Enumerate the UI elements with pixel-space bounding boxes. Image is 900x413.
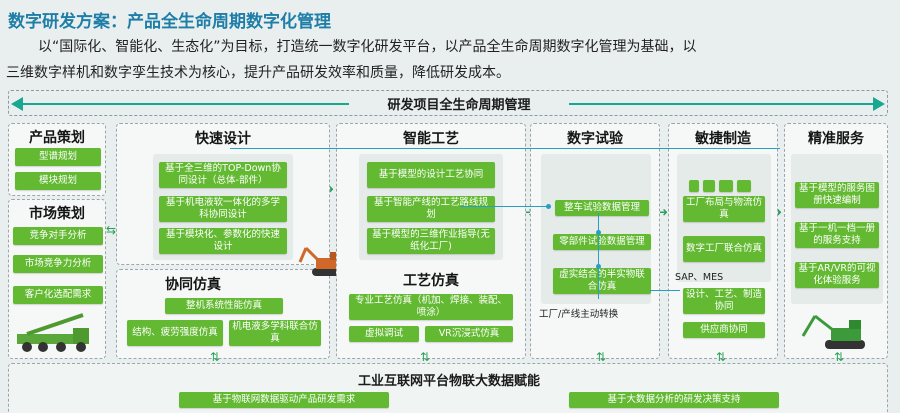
intro-line-1: 以“国际化、智能化、生态化”为目标，打造统一数字化研发平台，以产品全生命周期数字… bbox=[38, 39, 697, 55]
flow-arrow-icon: ⇆ bbox=[106, 223, 117, 237]
panel-market-planning: 市场策划 竞争对手分析 市场竞争力分析 客户化选配需求 bbox=[8, 199, 106, 359]
panel-title-precise-service: 精准服务 bbox=[808, 131, 864, 147]
item-semi-physical-sim[interactable]: 虚实结合的半实物联合仿真 bbox=[553, 268, 651, 294]
panel-title-collab-sim: 协同仿真 bbox=[165, 277, 221, 293]
item-iot-driven-requirements[interactable]: 基于物联网数据驱动产品研发需求 bbox=[179, 392, 389, 408]
band-line-left bbox=[21, 103, 349, 105]
factory-icon bbox=[737, 180, 751, 192]
item-factory-layout-sim[interactable]: 工厂布局与物流仿真 bbox=[683, 196, 765, 222]
up-down-arrow-icon: ⇅ bbox=[716, 350, 727, 364]
panel-digital-test: 数字试验 整车试验数据管理 零部件试验数据管理 虚实结合的半实物联合仿真 工厂/… bbox=[530, 123, 660, 359]
item-process-route-planning[interactable]: 基于智能产线的工艺路线规划 bbox=[367, 196, 495, 222]
item-ar-vr-service[interactable]: 基于AR/VR的可视化体验服务 bbox=[795, 262, 879, 288]
item-virtual-debug[interactable]: 虚拟调试 bbox=[349, 326, 419, 342]
panel-title-digital-test: 数字试验 bbox=[567, 131, 623, 147]
green-excavator-icon bbox=[801, 314, 865, 349]
factory-switch-note: 工厂/产线主动转换 bbox=[539, 309, 619, 320]
panel-title-process-sim: 工艺仿真 bbox=[403, 273, 459, 289]
panel-title-fast-design: 快速设计 bbox=[195, 131, 251, 147]
arrow-right-icon bbox=[873, 97, 885, 111]
page-title: 数字研发方案：产品全生命周期数字化管理 bbox=[8, 12, 331, 32]
item-module-planning[interactable]: 模块规划 bbox=[15, 172, 101, 190]
factory-icon bbox=[703, 180, 715, 192]
panel-collab-sim: 协同仿真 整机系统性能仿真 结构、疲劳强度仿真 机电液多学科联合仿真 bbox=[116, 269, 330, 359]
panel-title-agile-mfg: 敏捷制造 bbox=[695, 131, 751, 147]
item-topdown-design[interactable]: 基于全三维的TOP-Down协同设计（总体-部件） bbox=[159, 162, 287, 188]
connector-line bbox=[598, 213, 599, 299]
item-custom-config[interactable]: 客户化选配需求 bbox=[13, 286, 103, 304]
item-system-performance-sim[interactable]: 整机系统性能仿真 bbox=[165, 298, 283, 314]
item-market-competitiveness[interactable]: 市场竞争力分析 bbox=[13, 255, 103, 273]
item-multidiscipline-design[interactable]: 基于机电液软一体化的多学科协同设计 bbox=[159, 196, 287, 222]
sap-mes-note: SAP、MES bbox=[675, 272, 724, 283]
item-model-process-collab[interactable]: 基于模型的设计工艺协同 bbox=[367, 162, 495, 188]
panel-product-planning: 产品策划 型谱规划 模块规划 bbox=[8, 123, 106, 196]
item-component-test-data[interactable]: 零部件试验数据管理 bbox=[553, 234, 651, 250]
item-professional-process-sim[interactable]: 专业工艺仿真（机加、焊接、装配、喷涂） bbox=[349, 294, 513, 320]
panel-fast-design: 快速设计 基于全三维的TOP-Down协同设计（总体-部件） 基于机电液软一体化… bbox=[116, 123, 330, 265]
iiot-platform-panel: 工业互联网平台物联大数据赋能 基于物联网数据驱动产品研发需求 基于大数据分析的研… bbox=[8, 363, 888, 413]
band-line-right bbox=[569, 103, 875, 105]
item-service-manual[interactable]: 基于模型的服务图册快速编制 bbox=[795, 182, 879, 208]
arrow-left-icon bbox=[11, 97, 23, 111]
panel-title-market-planning: 市场策划 bbox=[29, 206, 85, 222]
flow-arrow-icon: ➜ bbox=[524, 206, 534, 218]
crane-truck-icon bbox=[17, 313, 89, 352]
connector-dot bbox=[596, 230, 601, 235]
item-vr-sim[interactable]: VR沉浸式仿真 bbox=[425, 326, 513, 342]
item-multidiscipline-sim[interactable]: 机电液多学科联合仿真 bbox=[229, 320, 321, 346]
item-spectrum-planning[interactable]: 型谱规划 bbox=[15, 148, 101, 166]
connector-line bbox=[650, 290, 680, 291]
item-design-process-mfg-collab[interactable]: 设计、工艺、制造协同 bbox=[683, 288, 765, 314]
item-vehicle-test-data[interactable]: 整车试验数据管理 bbox=[555, 200, 649, 216]
connector-dot bbox=[546, 204, 551, 209]
lifecycle-band-label: 研发项目全生命周期管理 bbox=[349, 94, 569, 113]
item-bigdata-decision-support[interactable]: 基于大数据分析的研发决策支持 bbox=[569, 392, 779, 408]
item-competitor-analysis[interactable]: 竞争对手分析 bbox=[13, 227, 103, 245]
connector-dot bbox=[596, 264, 601, 269]
item-digital-factory-sim[interactable]: 数字工厂联合仿真 bbox=[683, 236, 765, 262]
factory-icon bbox=[689, 180, 699, 192]
panel-smart-process: 智能工艺 基于模型的设计工艺协同 基于智能产线的工艺路线规划 基于模型的三维作业… bbox=[336, 123, 526, 359]
panel-agile-mfg: 敏捷制造 工厂布局与物流仿真 数字工厂联合仿真 SAP、MES 设计、工艺、制造… bbox=[668, 123, 778, 359]
up-down-arrow-icon: ⇅ bbox=[210, 350, 221, 364]
connector-line bbox=[460, 206, 550, 207]
flow-arrow-icon: ➜ bbox=[658, 205, 669, 219]
item-modular-design[interactable]: 基于模块化、参数化的快速设计 bbox=[159, 228, 287, 254]
iiot-platform-title: 工业互联网平台物联大数据赋能 bbox=[357, 374, 540, 389]
factory-icon bbox=[719, 180, 733, 192]
up-down-arrow-icon: ⇅ bbox=[596, 350, 607, 364]
item-3d-work-guide[interactable]: 基于模型的三维作业指导(无纸化工厂) bbox=[367, 228, 495, 254]
panel-precise-service: 精准服务 基于模型的服务图册快速编制 基于一机一档一册的服务支持 基于AR/VR… bbox=[784, 123, 888, 359]
panel-title-product-planning: 产品策划 bbox=[29, 130, 85, 146]
item-one-machine-service[interactable]: 基于一机一档一册的服务支持 bbox=[795, 222, 879, 248]
item-fatigue-sim[interactable]: 结构、疲劳强度仿真 bbox=[127, 320, 223, 346]
panel-title-smart-process: 智能工艺 bbox=[403, 131, 459, 147]
connector-line bbox=[230, 148, 780, 149]
up-down-arrow-icon: ⇅ bbox=[834, 350, 845, 364]
item-supplier-collab[interactable]: 供应商协同 bbox=[683, 322, 765, 338]
intro-line-2: 三维数字样机和数字孪生技术为核心，提升产品研发效率和质量，降低研发成本。 bbox=[6, 65, 510, 81]
lifecycle-band: 研发项目全生命周期管理 bbox=[8, 90, 888, 116]
up-down-arrow-icon: ⇅ bbox=[420, 350, 431, 364]
